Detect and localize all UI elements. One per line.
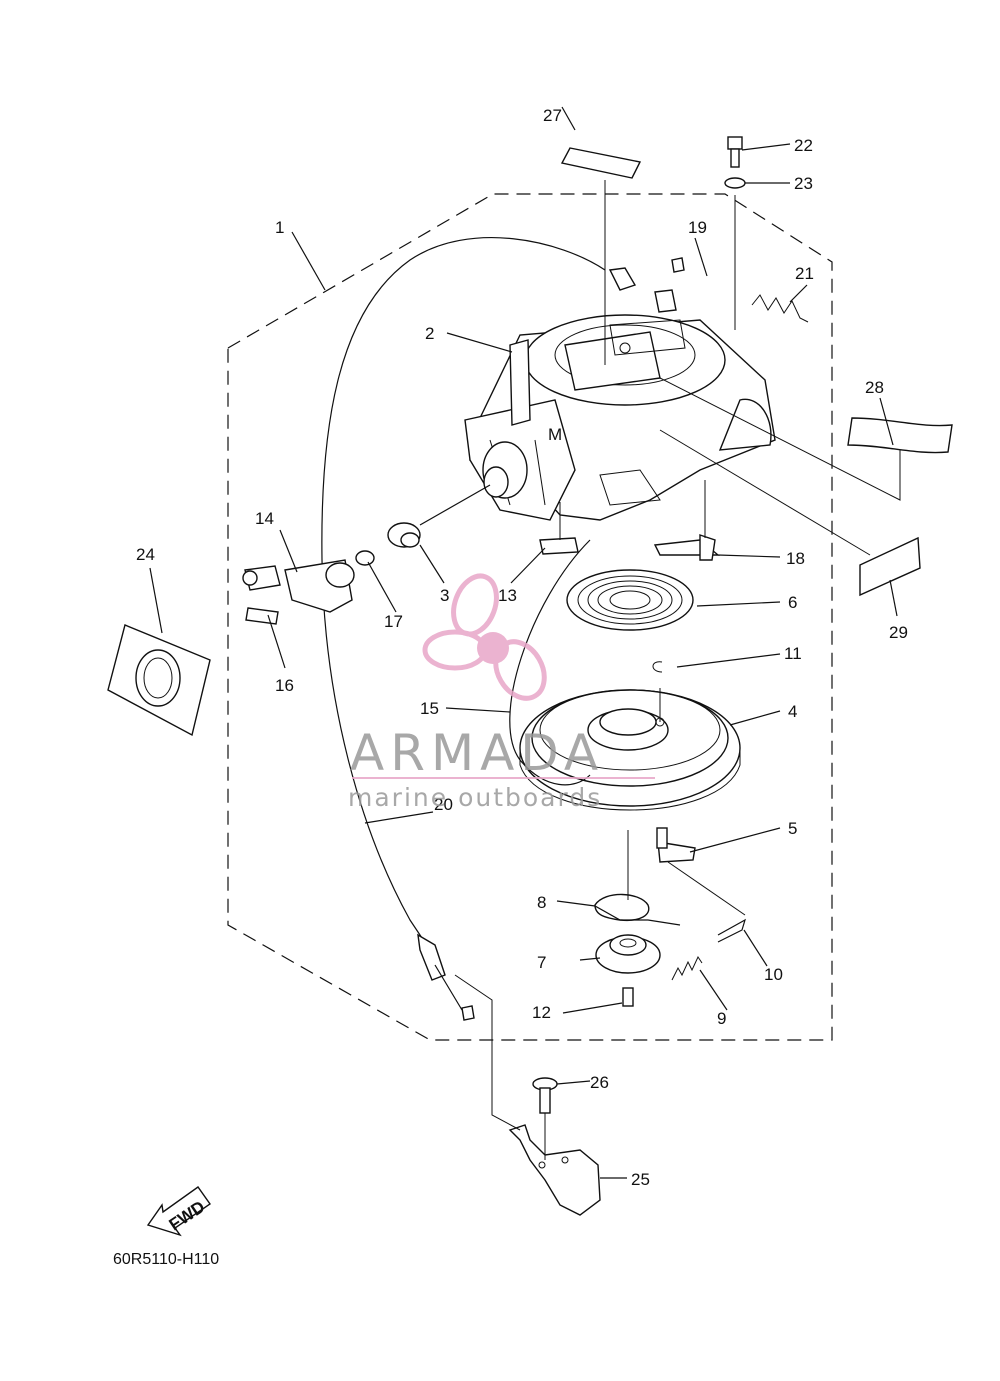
callout-23: 23 — [794, 174, 813, 193]
bolt — [622, 987, 634, 1007]
watermark-brand: ARMADA — [350, 724, 604, 782]
grommet — [107, 624, 211, 737]
warning-label — [560, 147, 642, 179]
callout-10: 10 — [764, 965, 783, 984]
callout-29: 29 — [889, 623, 908, 642]
callout-21: 21 — [795, 264, 814, 283]
cable-holder-bracket — [508, 1124, 601, 1216]
decal-label — [859, 536, 921, 597]
washer — [724, 177, 746, 189]
callout-26: 26 — [590, 1073, 609, 1092]
collar — [355, 550, 375, 566]
cable-bracket — [242, 559, 355, 613]
callout-8: 8 — [537, 893, 546, 912]
callout-19: 19 — [688, 218, 707, 237]
diagram-code: 60R5110-H110 — [113, 1251, 219, 1268]
callout-1: 1 — [275, 218, 284, 237]
drive-plate — [595, 934, 661, 974]
callout-12: 12 — [532, 1003, 551, 1022]
screw — [727, 136, 743, 168]
starter-cable — [509, 539, 591, 786]
callout-13: 13 — [498, 586, 517, 605]
starter-case: M — [464, 289, 776, 521]
clamp — [539, 537, 579, 555]
tension-spring — [751, 294, 809, 323]
svg-text:M: M — [548, 425, 562, 444]
drive-pawl — [656, 827, 696, 863]
callout-20: 20 — [434, 795, 453, 814]
callout-15: 15 — [420, 699, 439, 718]
callout-labels: 1 2 3 4 5 6 7 8 9 10 11 12 13 14 15 16 1… — [136, 106, 908, 1189]
callout-3: 3 — [440, 586, 449, 605]
starter-rope — [321, 237, 606, 951]
callout-11: 11 — [784, 644, 802, 663]
bracket-clip — [245, 607, 279, 625]
callout-17: 17 — [384, 612, 403, 631]
lock-clip — [671, 257, 685, 273]
callout-27: 27 — [543, 106, 562, 125]
callout-7: 7 — [537, 953, 546, 972]
decal-curved — [847, 417, 953, 454]
callout-2: 2 — [425, 324, 434, 343]
watermark: ARMADA marine outboards — [348, 573, 655, 812]
callout-16: 16 — [275, 676, 294, 695]
fwd-arrow-icon: FWD — [146, 1186, 211, 1237]
cable-end-lower — [417, 933, 475, 1021]
watermark-tagline: marine outboards — [348, 783, 602, 812]
friction-plate — [594, 893, 650, 922]
callout-4: 4 — [788, 702, 797, 721]
pawl-guide — [653, 534, 720, 561]
callout-9: 9 — [717, 1009, 726, 1028]
callout-24: 24 — [136, 545, 155, 564]
plunger — [387, 484, 491, 548]
callout-28: 28 — [865, 378, 884, 397]
pawl-wire — [717, 918, 746, 943]
callout-14: 14 — [255, 509, 274, 528]
callout-6: 6 — [788, 593, 797, 612]
callout-25: 25 — [631, 1170, 650, 1189]
cable-end-upper — [608, 267, 637, 291]
holder-bolt — [532, 1077, 558, 1114]
propeller-logo-icon — [422, 573, 547, 701]
callout-18: 18 — [786, 549, 805, 568]
callout-22: 22 — [794, 136, 813, 155]
spiral-spring — [566, 569, 694, 631]
leader-lines — [149, 106, 901, 1179]
return-spring — [671, 955, 703, 981]
circlip — [652, 661, 663, 673]
callout-5: 5 — [788, 819, 797, 838]
